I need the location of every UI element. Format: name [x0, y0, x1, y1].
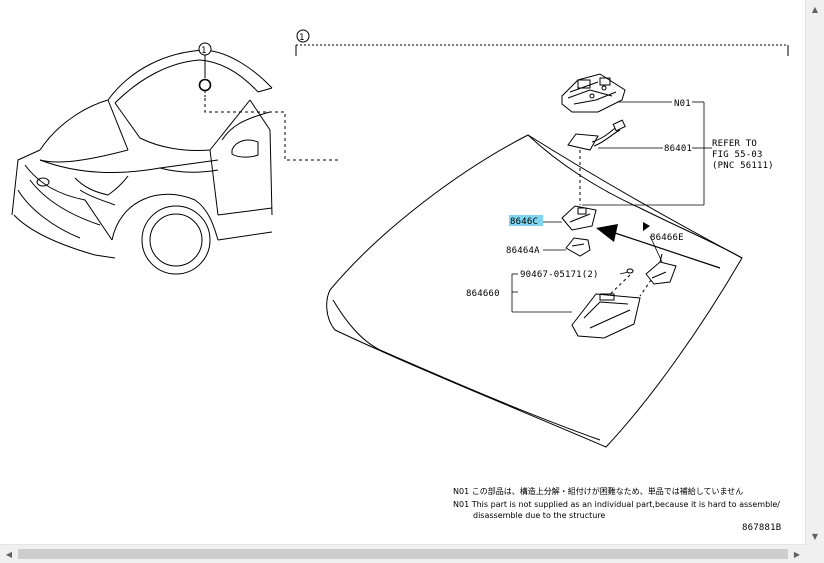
label-8646c[interactable]: 8646C [510, 217, 538, 227]
section-bracket [295, 29, 789, 56]
scroll-up-button[interactable]: ▲ [811, 4, 819, 14]
section-callout-number: 1 [299, 33, 305, 43]
part-864660 [571, 293, 641, 339]
refer-note-line-1: REFER TO [712, 139, 757, 149]
triangle-marker [643, 222, 650, 231]
label-bolt[interactable]: 90467-05171(2) [520, 270, 599, 280]
vehicle-callout-number: 1 [201, 46, 207, 56]
refer-note-line-2[interactable]: FIG 55-03 [712, 150, 763, 160]
footnote-japanese: N01 この部品は、構造上分解・組付けが困難なため、単品では補給していません [453, 486, 743, 496]
scroll-right-button[interactable]: ▶ [793, 549, 801, 559]
label-864660[interactable]: 864660 [466, 289, 500, 299]
part-8646c [561, 205, 597, 231]
scroll-left-button[interactable]: ◀ [5, 549, 13, 559]
parts-diagram: 1 1 N01 86401 8646C 86464A 86466E 90467-… [11, 29, 789, 533]
vertical-scroll-track[interactable] [810, 20, 820, 525]
refer-note-line-3: (PNC 56111) [712, 161, 774, 171]
direction-arrow [596, 224, 721, 269]
label-n01[interactable]: N01 [674, 99, 691, 109]
leader-dashed-line [204, 98, 340, 161]
part-n01 [561, 73, 626, 113]
part-86401 [567, 119, 626, 151]
footnote-english-1: N01 This part is not supplied as an indi… [453, 500, 780, 509]
windshield-glass [326, 134, 743, 448]
leader-lines [511, 101, 712, 313]
vehicle-callout [198, 42, 212, 98]
part-86464a [565, 237, 591, 257]
diagram-viewport: 1 1 N01 86401 8646C 86464A 86466E 90467-… [11, 29, 789, 533]
footnote-english-2: disassemble due to the structure [473, 511, 605, 520]
figure-code: 867881B [742, 523, 781, 533]
scroll-down-button[interactable]: ▼ [811, 531, 819, 541]
vehicle-illustration [11, 49, 273, 275]
label-86466e[interactable]: 86466E [650, 233, 684, 243]
part-86466e [645, 253, 677, 285]
label-86401[interactable]: 86401 [664, 144, 692, 154]
scrollbar-corner [806, 545, 824, 563]
horizontal-scroll-thumb[interactable] [18, 549, 788, 559]
label-86464a[interactable]: 86464A [506, 246, 540, 256]
part-bolt [626, 268, 634, 274]
horizontal-scrollbar[interactable]: ◀ ▶ [0, 544, 806, 563]
label-highlight [509, 215, 543, 226]
vertical-scrollbar[interactable]: ▲ ▼ [805, 0, 824, 545]
